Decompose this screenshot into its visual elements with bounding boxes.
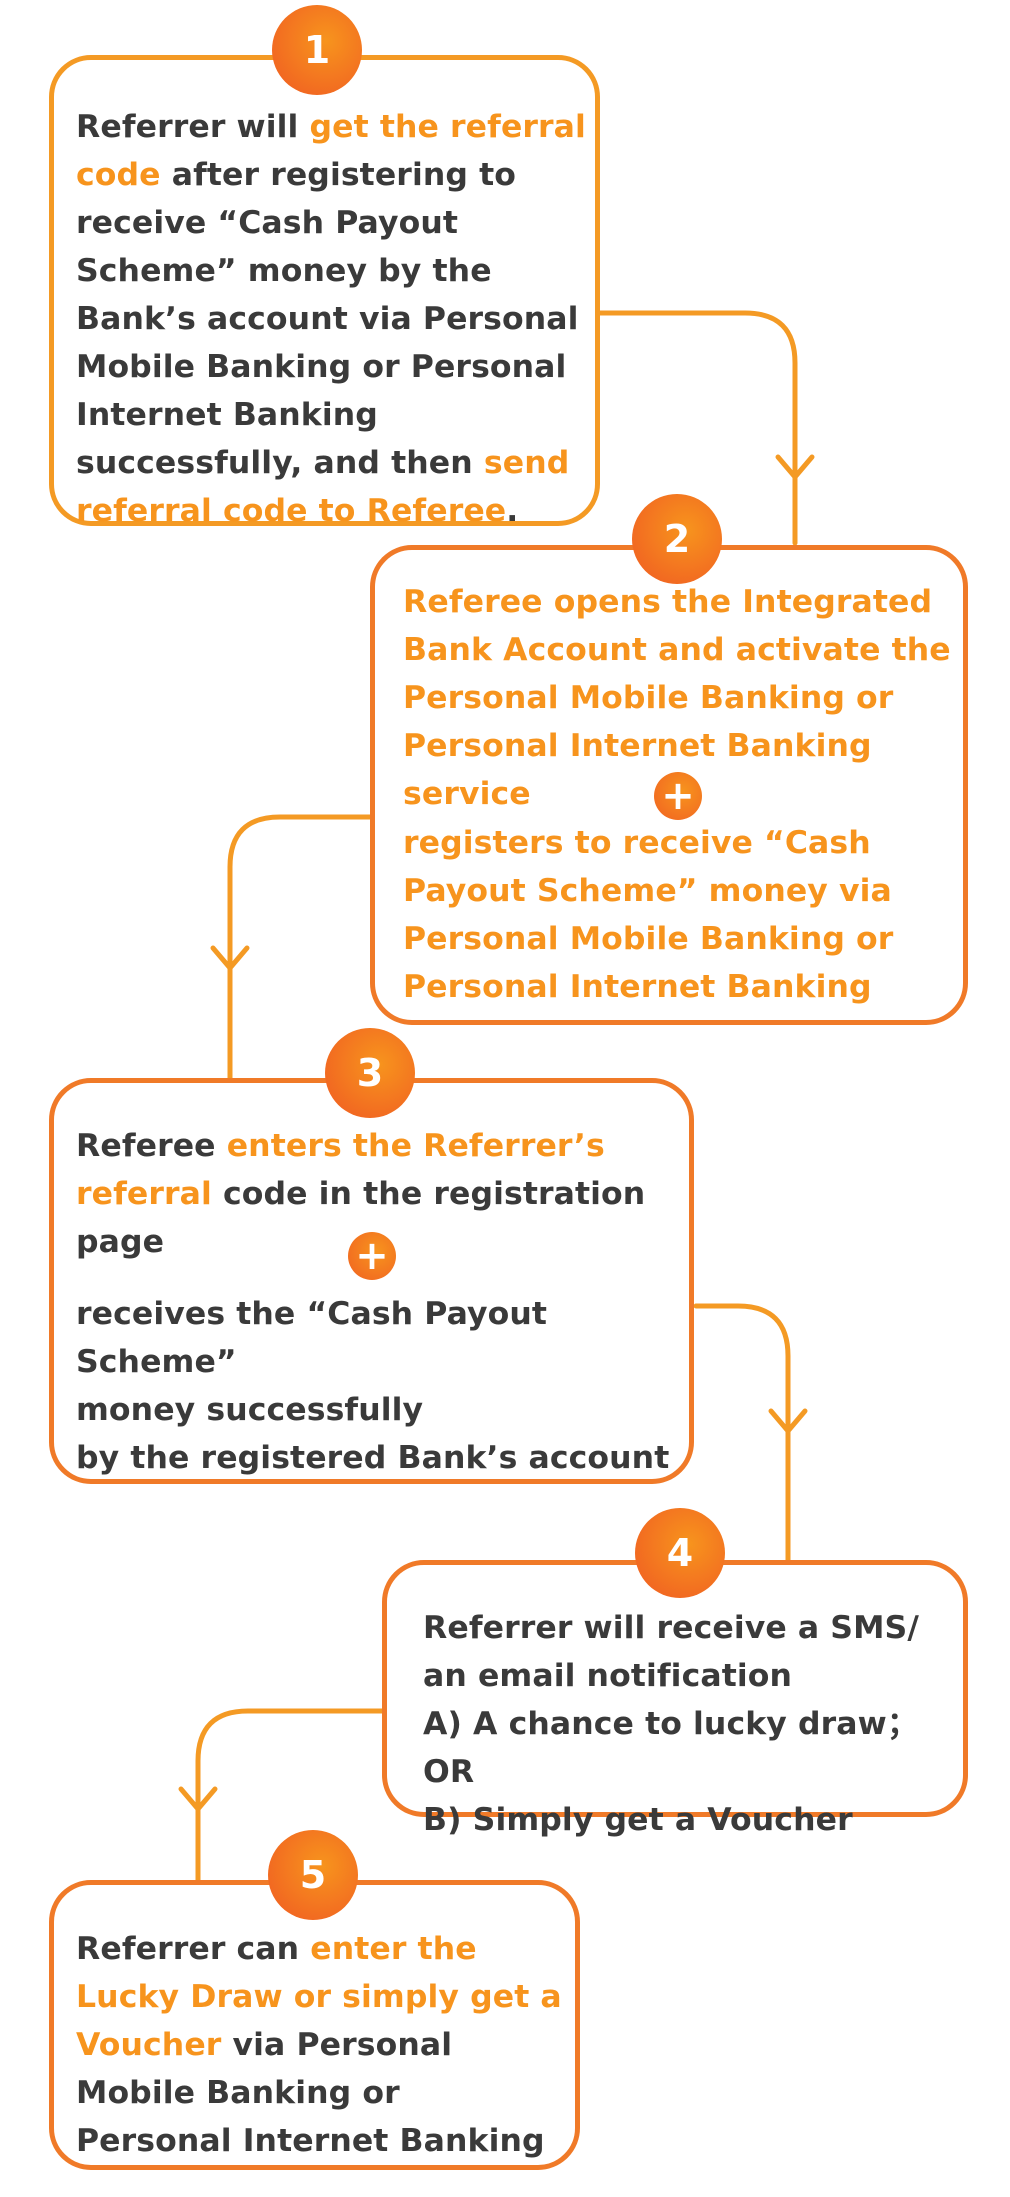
step-3-line-3: by the registered Bank’s account — [76, 1440, 670, 1476]
connector-2-3 — [227, 814, 375, 1081]
body-text: Referrer will — [76, 109, 310, 145]
connector-4-5 — [195, 1708, 387, 1883]
step-4-line-2: A) A chance to lucky draw；OR — [423, 1706, 919, 1790]
step-3-badge: 3 — [325, 1028, 415, 1118]
step-4-line-1: Referrer will receive a SMS/ an email no… — [423, 1610, 919, 1694]
step-3-line-1: receives the “Cash Payout Scheme” — [76, 1296, 548, 1380]
step-4-badge: 4 — [635, 1508, 725, 1598]
step-3-text-b: receives the “Cash Payout Scheme” money … — [76, 1290, 676, 1482]
connector-1-2 — [593, 310, 798, 546]
step-4-text: Referrer will receive a SMS/ an email no… — [423, 1604, 943, 1844]
body-text: Referrer can — [76, 1931, 311, 1967]
step-5-badge: 5 — [268, 1830, 358, 1920]
highlight-text: enter the Lucky Draw or simply get a Vou… — [76, 1931, 562, 2063]
body-text: code in the registration page — [76, 1176, 646, 1260]
step-3-plus-icon: + — [348, 1232, 396, 1280]
arrow-4-5 — [178, 1786, 218, 1812]
step-2-text-b: registers to receive “Cash Payout Scheme… — [403, 825, 894, 1005]
body-text: via Personal Mobile Banking or Personal … — [76, 2027, 545, 2159]
step-2-plus-icon: + — [654, 772, 702, 820]
step-3-line-2: money successfully — [76, 1392, 424, 1428]
step-2-badge: 2 — [632, 494, 722, 584]
body-text: . — [506, 493, 519, 529]
step-4-line-3: B) Simply get a Voucher — [423, 1802, 853, 1838]
highlight-text: send referral code to Referee — [76, 445, 570, 529]
arrow-2-3 — [210, 945, 250, 971]
step-4-box — [382, 1560, 968, 1817]
body-text: after registering to receive “Cash Payou… — [76, 157, 579, 481]
step-1-text: Referrer will get the referral code afte… — [76, 103, 596, 535]
arrow-3-4 — [768, 1408, 808, 1434]
highlight-text: get the referral code — [76, 109, 586, 193]
step-2-text-a: Referee opens the Integrated Bank Accoun… — [403, 584, 951, 812]
body-text: Referee — [76, 1128, 227, 1164]
step-5-text: Referrer can enter the Lucky Draw or sim… — [76, 1925, 566, 2165]
connector-3-4 — [693, 1303, 791, 1563]
step-3-text-a: Referee enters the Referrer’s referral c… — [76, 1122, 676, 1266]
arrow-1-2 — [775, 454, 815, 480]
step-1-badge: 1 — [272, 5, 362, 95]
highlight-text: enters the Referrer’s referral — [76, 1128, 605, 1212]
step-5-box — [49, 1880, 580, 2170]
